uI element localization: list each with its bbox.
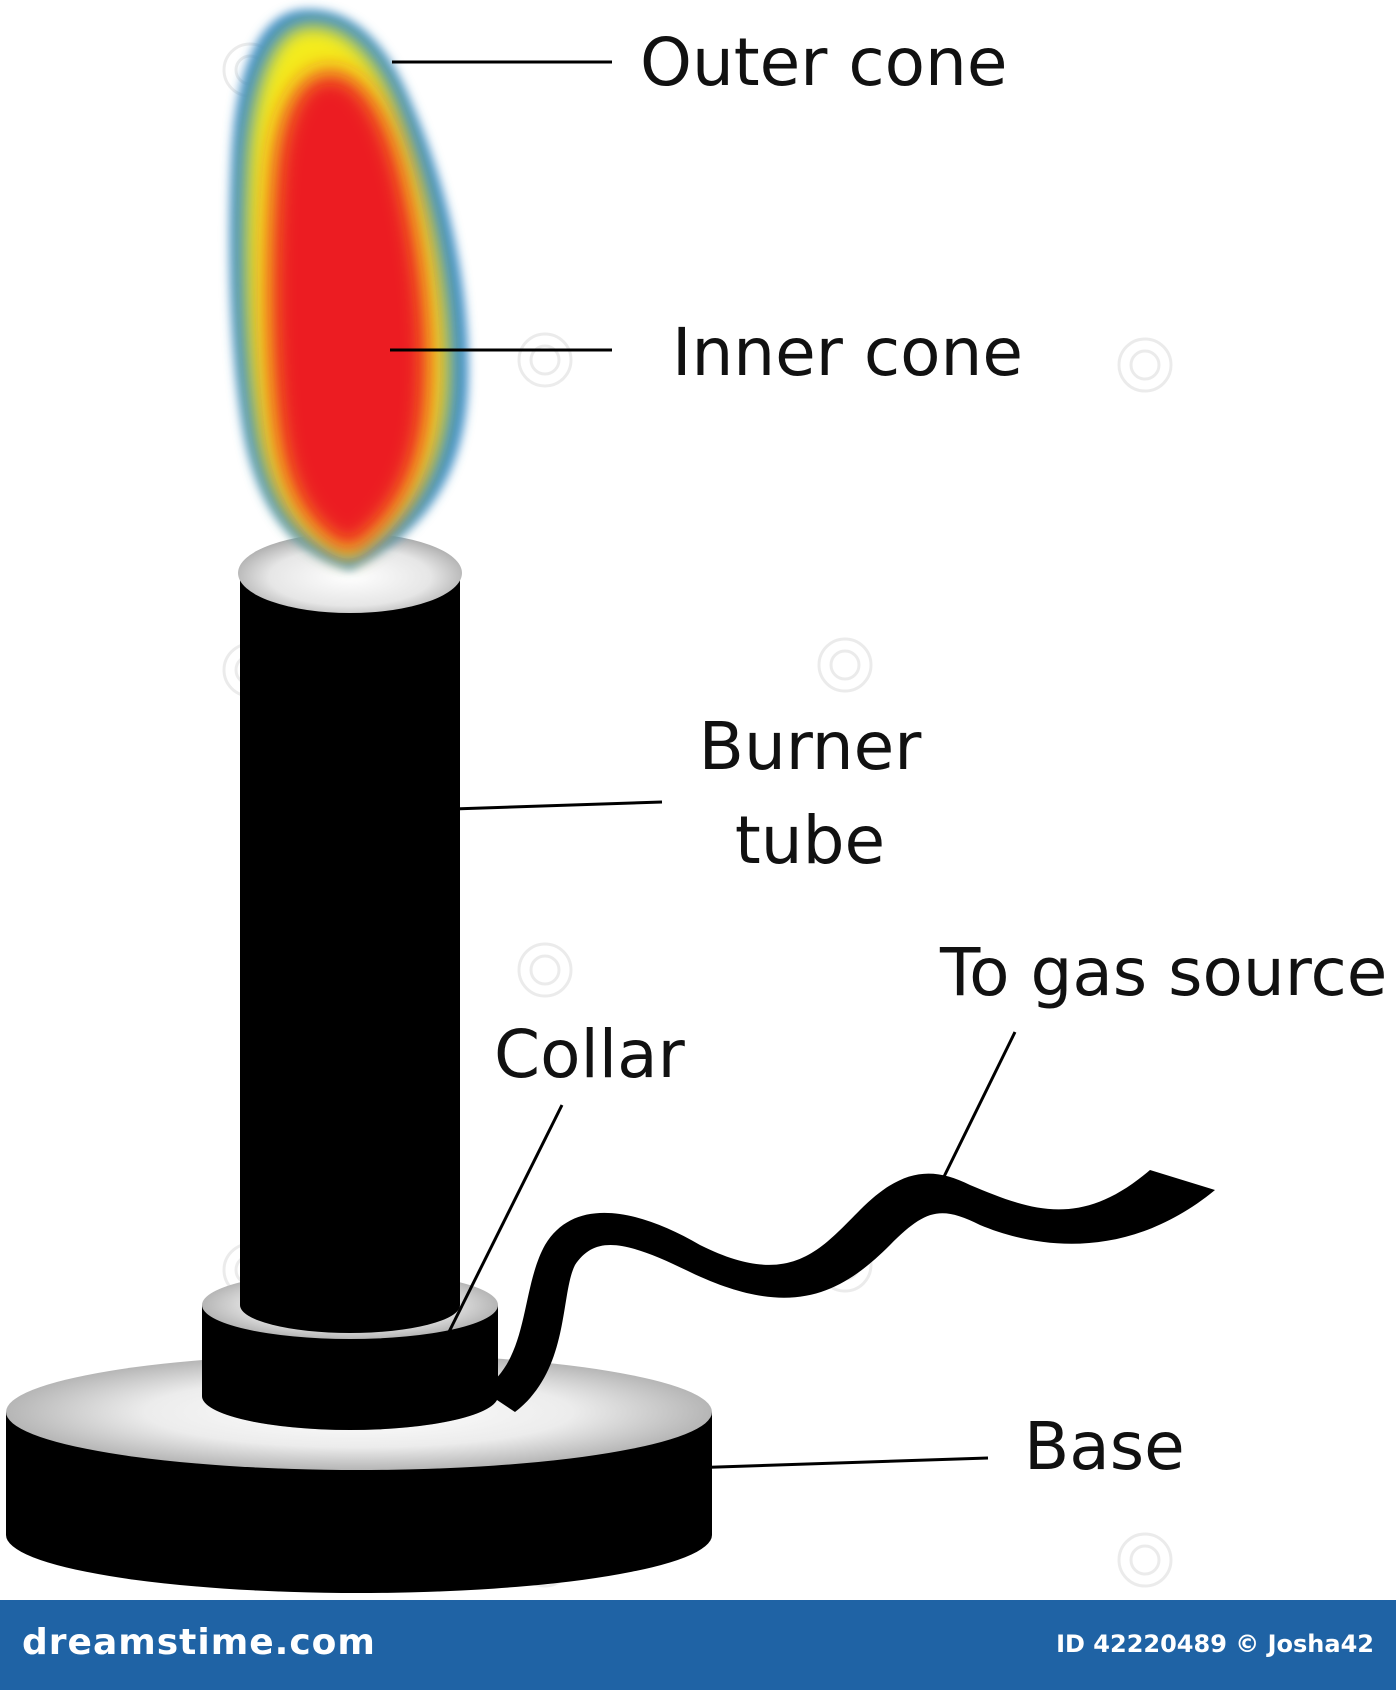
label-burner-tube-line1: Burner: [698, 708, 922, 785]
label-inner-cone: Inner cone: [672, 314, 1023, 391]
footer-image-id: ID 42220489 © Josha42: [1056, 1630, 1374, 1658]
label-gas-source: To gas source: [940, 934, 1388, 1011]
watermark-icon: [1117, 1532, 1173, 1588]
watermark-icon: [1129, 1544, 1161, 1576]
label-base: Base: [1024, 1408, 1185, 1485]
flame: [229, 9, 469, 570]
watermark-icon: [529, 344, 561, 376]
bunsen-burner-diagram: [6, 9, 1215, 1593]
footer-site-logo: dreamstime.com: [22, 1622, 376, 1663]
label-outer-cone: Outer cone: [640, 24, 1008, 101]
label-burner-tube: Burner tube: [690, 700, 930, 888]
watermark-icon: [529, 954, 561, 986]
watermark-icon: [517, 332, 573, 388]
leader-line-collar: [428, 1104, 564, 1371]
watermark-icon: [817, 637, 873, 693]
watermark-icon: [517, 942, 573, 998]
burner-tube: [238, 533, 462, 1333]
leader-line-burner-tube: [361, 800, 663, 814]
watermark-icon: [829, 649, 861, 681]
stock-footer-band: dreamstime.com ID 42220489 © Josha42: [0, 1600, 1396, 1690]
leader-line-base: [687, 1456, 989, 1470]
label-collar: Collar: [494, 1016, 685, 1093]
gas-hose: [482, 1170, 1215, 1412]
watermark-icon: [1129, 349, 1161, 381]
leader-lines: [361, 60, 1017, 1470]
watermark-icon: [1117, 337, 1173, 393]
label-burner-tube-line2: tube: [734, 802, 886, 879]
leader-line-gas-source: [933, 1031, 1017, 1196]
